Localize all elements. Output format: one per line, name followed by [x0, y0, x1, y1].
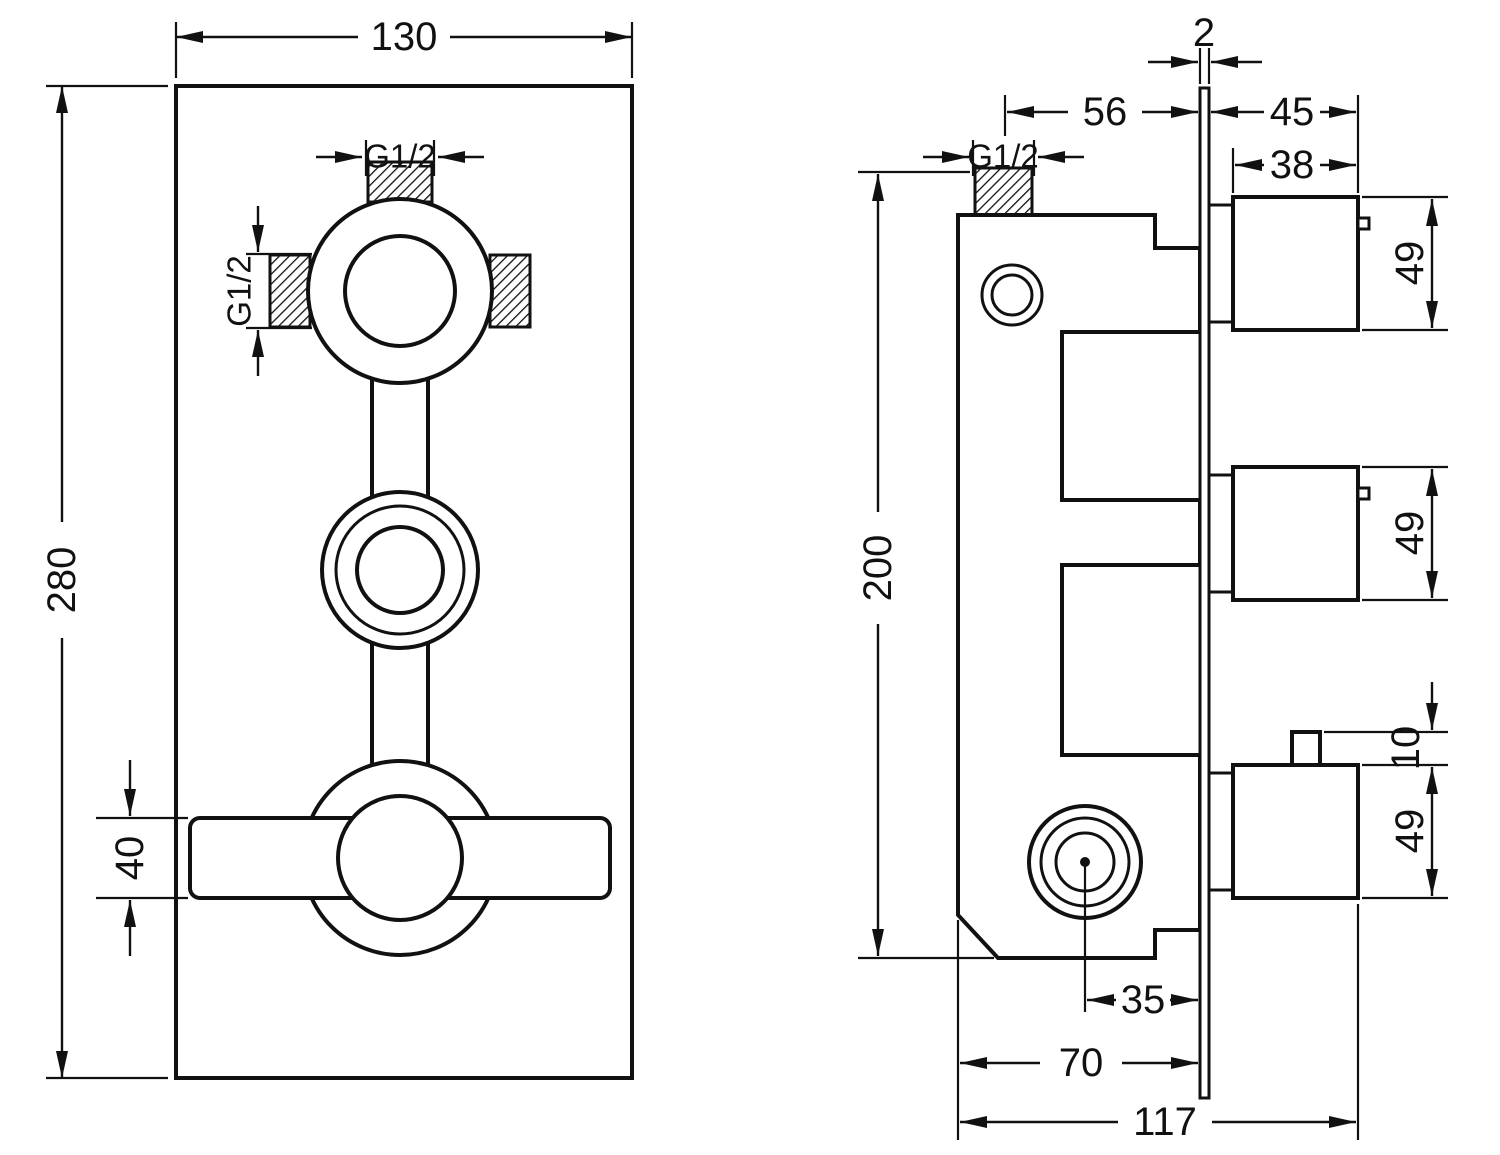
- dim-label-plate-thickness: 2: [1193, 11, 1215, 55]
- side-inlet-boss-inner: [990, 273, 1034, 317]
- dim-plate-thickness: 2: [1148, 11, 1262, 84]
- dim-label-outlet-spacing: 70: [1059, 1041, 1104, 1085]
- valve-bottom-inner-circle: [336, 794, 464, 922]
- dim-knob-bottom-height: 49: [1362, 763, 1448, 900]
- knob-bottom-lever: [1290, 730, 1322, 770]
- knob-top-stem: [1356, 216, 1371, 231]
- valve-top-inner-circle: [343, 234, 457, 348]
- dim-label-body-to-plate: 56: [1083, 90, 1128, 134]
- dim-front-width: 130: [174, 15, 634, 78]
- knob-middle-body: [1231, 465, 1360, 602]
- knob-middle-stem: [1356, 486, 1371, 501]
- dim-label-knob-width: 38: [1270, 143, 1315, 187]
- knob-bottom-body: [1231, 763, 1360, 900]
- dim-label-knob-top-height: 49: [1388, 241, 1432, 286]
- knob-middle-flange: [1207, 473, 1237, 594]
- knob-middle: [1207, 465, 1371, 602]
- left-inlet-thread: [268, 253, 312, 329]
- dim-label-knob-middle-height: 49: [1388, 511, 1432, 556]
- right-inlet-thread: [488, 253, 532, 329]
- dim-side-thread: G1/2: [221, 206, 312, 376]
- dim-label-side-inlet-thread: G1/2: [967, 138, 1039, 175]
- dim-side-inlet-thread: G1/2: [923, 138, 1084, 176]
- dim-label-side-thread: G1/2: [221, 255, 258, 327]
- dim-label-body-height: 200: [856, 535, 900, 602]
- dim-handle-height: 40: [96, 760, 188, 956]
- knob-top-body: [1231, 195, 1360, 332]
- dim-outlet-to-plate: 35: [1083, 862, 1198, 1022]
- dim-total-depth: 117: [960, 904, 1360, 1144]
- side-inlet-thread: [973, 166, 1034, 217]
- dim-body-height: 200: [856, 170, 994, 960]
- valve-body-profile: [956, 213, 1202, 960]
- knob-bottom: [1207, 730, 1360, 900]
- dim-body-to-plate: 56: [1003, 90, 1198, 136]
- dim-label-front-width: 130: [371, 15, 438, 59]
- dim-label-front-height: 280: [40, 547, 84, 614]
- dim-label-knob-projection: 45: [1270, 90, 1315, 134]
- dim-label-lever-height: 10: [1384, 726, 1428, 771]
- dim-lever-height: 10: [1324, 682, 1448, 770]
- dim-knob-top-height: 49: [1362, 195, 1448, 332]
- dim-label-knob-bottom-height: 49: [1388, 809, 1432, 854]
- valve-middle-inner-circle: [355, 525, 445, 615]
- dim-front-height: 280: [40, 84, 168, 1080]
- dim-outlet-spacing: 70: [956, 920, 1198, 1140]
- dim-knob-middle-height: 49: [1362, 465, 1448, 602]
- front-view: 130 280 G1/2 G1/2: [40, 15, 634, 1080]
- side-view: 2 G1/2 56 45 38: [856, 11, 1448, 1144]
- knob-top: [1207, 195, 1371, 332]
- dim-label-handle-height: 40: [108, 836, 152, 881]
- dim-label-top-thread: G1/2: [364, 138, 436, 175]
- dim-top-thread: G1/2: [316, 138, 484, 176]
- dim-knob-projection: 45: [1211, 90, 1360, 193]
- dim-knob-width: 38: [1231, 143, 1356, 193]
- dim-label-outlet-to-plate: 35: [1121, 978, 1166, 1022]
- dim-label-total-depth: 117: [1133, 1100, 1197, 1144]
